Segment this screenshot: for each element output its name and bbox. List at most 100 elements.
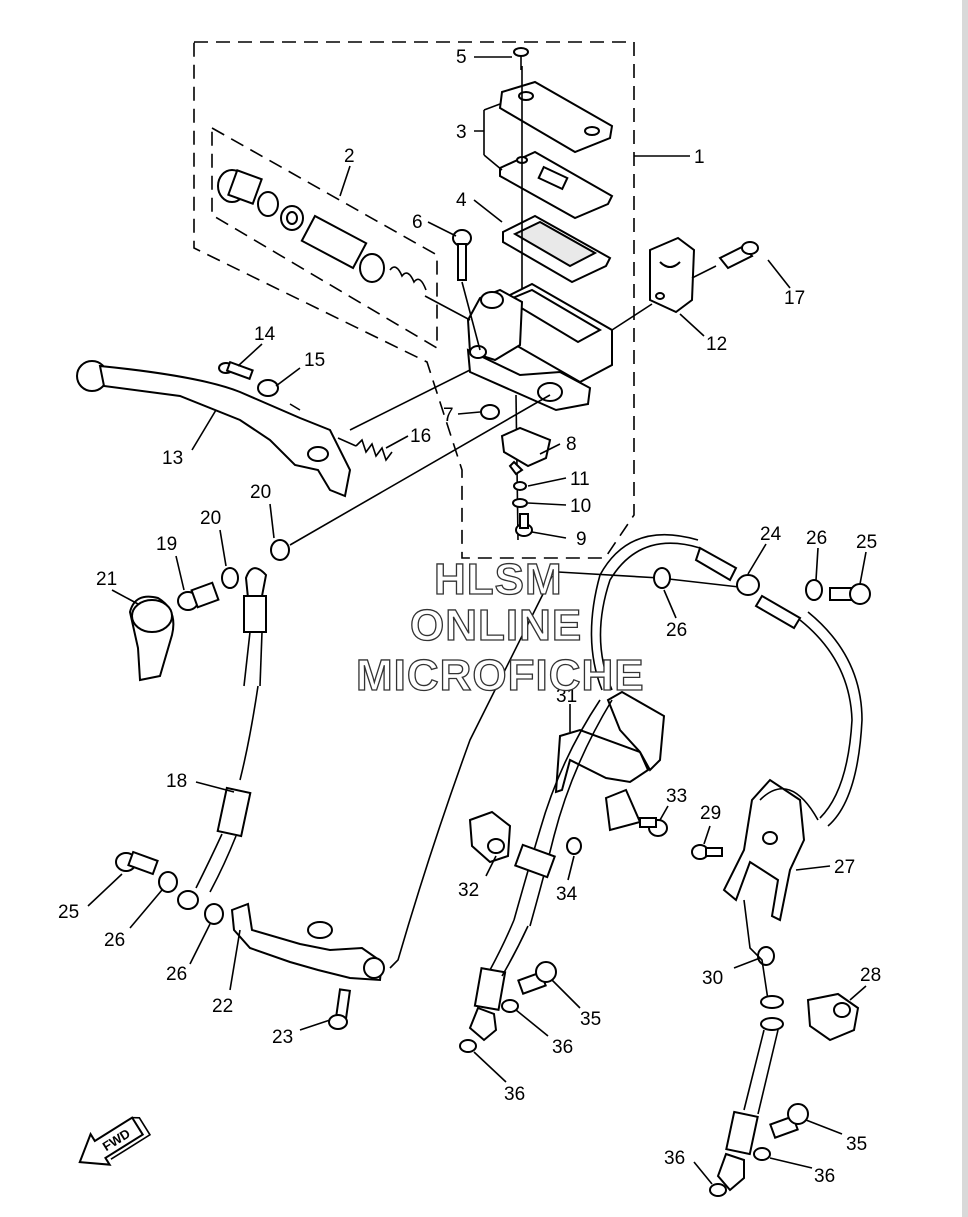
gasket-36d: [709, 1183, 727, 1197]
gasket-36b: [459, 1039, 477, 1053]
callout-7: 7: [443, 405, 454, 426]
hose-end-fitting: [177, 890, 199, 910]
lever-spring: [337, 437, 393, 462]
pivot-screw: [452, 229, 481, 351]
union-bolt-35a: [517, 961, 557, 995]
callout-4: 4: [456, 190, 467, 211]
callout-22: 22: [212, 996, 233, 1017]
brake-lever: [76, 360, 352, 498]
callout-34: 34: [556, 884, 578, 905]
callout-13: 13: [162, 448, 183, 469]
joint-bolt-23: [328, 988, 352, 1030]
callout-labels: 1 2 3 4 5 6 7 8 9 10 11 12 13 14 15 16 1…: [58, 47, 881, 1187]
callout-29: 29: [700, 803, 721, 824]
reservoir-cap: [498, 80, 614, 154]
callout-14: 14: [254, 324, 276, 345]
hose-grommet: [513, 843, 557, 879]
callout-36a: 36: [552, 1037, 573, 1058]
gasket-26d: [805, 579, 823, 601]
holder-32: [468, 810, 512, 864]
handlebar-clamp: [649, 236, 696, 314]
callout-36c: 36: [814, 1166, 835, 1187]
callout-6: 6: [412, 212, 423, 233]
callout-24: 24: [760, 524, 782, 545]
callout-15: 15: [304, 350, 325, 371]
callout-2: 2: [344, 146, 355, 167]
boot-cover: [128, 595, 175, 682]
callout-21: 21: [96, 569, 117, 590]
callout-10: 10: [570, 496, 591, 517]
callout-5: 5: [456, 47, 467, 68]
callout-20a: 20: [200, 508, 221, 529]
callout-8: 8: [566, 434, 577, 455]
callout-9: 9: [576, 529, 587, 550]
callout-35b: 35: [846, 1134, 867, 1155]
bolt-33: [639, 817, 668, 837]
callout-27: 27: [834, 857, 855, 878]
brake-switch: [500, 426, 552, 476]
callout-35a: 35: [580, 1009, 601, 1030]
hose-union-24: [694, 546, 802, 630]
gasket-26a: [158, 871, 178, 893]
hose-guide-27: [722, 778, 819, 922]
right-edge-border: [962, 0, 968, 1217]
collar-34: [566, 837, 582, 855]
callout-26a: 26: [806, 528, 827, 549]
callout-17: 17: [784, 288, 805, 309]
callout-3: 3: [456, 122, 467, 143]
gasket-26b: [204, 903, 224, 925]
callout-26d: 26: [166, 964, 187, 985]
forward-arrow-icon: FWD: [78, 1116, 152, 1166]
gasket-20a: [270, 539, 290, 561]
diaphragm: [502, 214, 612, 284]
cap-screw: [513, 47, 529, 70]
lever-nut: [257, 379, 279, 397]
master-cylinder-body: [466, 282, 613, 412]
watermark: HLSM ONLINE MICROFICHE: [355, 554, 645, 700]
leader-lines: [87, 56, 867, 1185]
master-cylinder-assembly-outline: [193, 41, 635, 559]
washer-11: [513, 481, 527, 491]
callout-25a: 25: [856, 532, 877, 553]
union-bolt-25a: [115, 850, 159, 876]
callout-31: 31: [556, 686, 577, 707]
switch-screw: [515, 513, 533, 537]
gasket-36c: [753, 1147, 771, 1161]
joint-pipe-22: [230, 902, 385, 982]
callout-33: 33: [666, 786, 687, 807]
watermark-line-1: HLSM: [434, 555, 563, 604]
gasket-26c: [653, 567, 671, 589]
callout-26b: 26: [666, 620, 687, 641]
hose-end-lower-left: [468, 967, 507, 1042]
piston-kit: [217, 169, 471, 321]
callout-30: 30: [702, 968, 723, 989]
diaphragm-plate: [499, 150, 614, 220]
clamp-bolt: [718, 241, 759, 270]
gasket-20b: [221, 567, 239, 589]
hose-guide-31: [554, 690, 666, 832]
callout-36b: 36: [504, 1084, 525, 1105]
hose-end-lower-right: [716, 995, 784, 1192]
pivot-nut: [480, 404, 500, 420]
union-bolt-19: [177, 581, 220, 611]
callout-12: 12: [706, 334, 727, 355]
holder-28: [806, 992, 860, 1042]
piston-kit-outline: [211, 126, 438, 350]
callout-23: 23: [272, 1027, 293, 1048]
callout-18: 18: [166, 771, 187, 792]
callout-28: 28: [860, 965, 881, 986]
callout-36d: 36: [664, 1148, 685, 1169]
brake-hose-18: [195, 567, 268, 893]
union-bolt-35b: [769, 1103, 809, 1139]
watermark-line-2: ONLINE: [410, 601, 582, 650]
watermark-line-3: MICROFICHE: [356, 651, 645, 700]
callout-32: 32: [458, 880, 479, 901]
callout-11: 11: [570, 469, 590, 490]
lever-bolt: [218, 360, 254, 381]
collar-30: [757, 946, 775, 966]
gasket-36a: [501, 999, 519, 1013]
callout-25b: 25: [58, 902, 79, 923]
callout-26c: 26: [104, 930, 125, 951]
